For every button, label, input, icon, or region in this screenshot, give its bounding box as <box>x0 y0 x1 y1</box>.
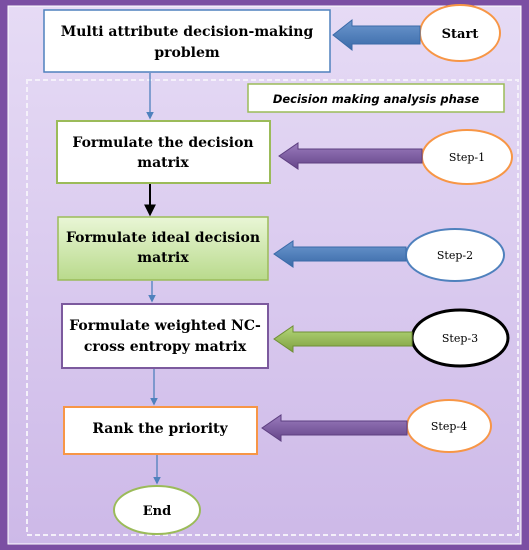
step3-label: Step-3 <box>442 332 478 345</box>
step3-box <box>61 303 269 369</box>
step2-box-line1: Formulate ideal decision <box>66 230 260 246</box>
phase-region <box>26 79 519 536</box>
step4-box <box>63 406 258 455</box>
phase-label-box <box>247 83 505 113</box>
step2-label: Step-2 <box>437 249 473 262</box>
problem-box <box>43 9 331 73</box>
step3-arrow <box>273 325 413 353</box>
step1-box-line2: matrix <box>137 155 189 171</box>
step2-arrow <box>273 240 407 268</box>
step1-box <box>56 120 271 184</box>
step3-box-line1: Formulate weighted NC- <box>69 318 261 334</box>
start-label: Start <box>442 27 479 42</box>
step2-box <box>57 216 269 281</box>
step2-box-line2: matrix <box>137 250 189 266</box>
step4-label: Step-4 <box>431 420 467 433</box>
step1-box-line1: Formulate the decision <box>72 135 253 151</box>
step1-label: Step-1 <box>449 151 485 164</box>
problem-box-line2: problem <box>154 45 220 61</box>
start-arrow <box>332 18 421 52</box>
step4-box-line1: Rank the priority <box>92 421 228 437</box>
problem-box-line1: Multi attribute decision-making <box>61 24 314 40</box>
phase-label: Decision making analysis phase <box>273 92 480 106</box>
step3-box-line2: cross entropy matrix <box>84 339 247 355</box>
end-oval <box>113 485 201 535</box>
step1-arrow <box>278 142 423 170</box>
step4-arrow <box>261 414 408 442</box>
end-label: End <box>143 504 171 519</box>
